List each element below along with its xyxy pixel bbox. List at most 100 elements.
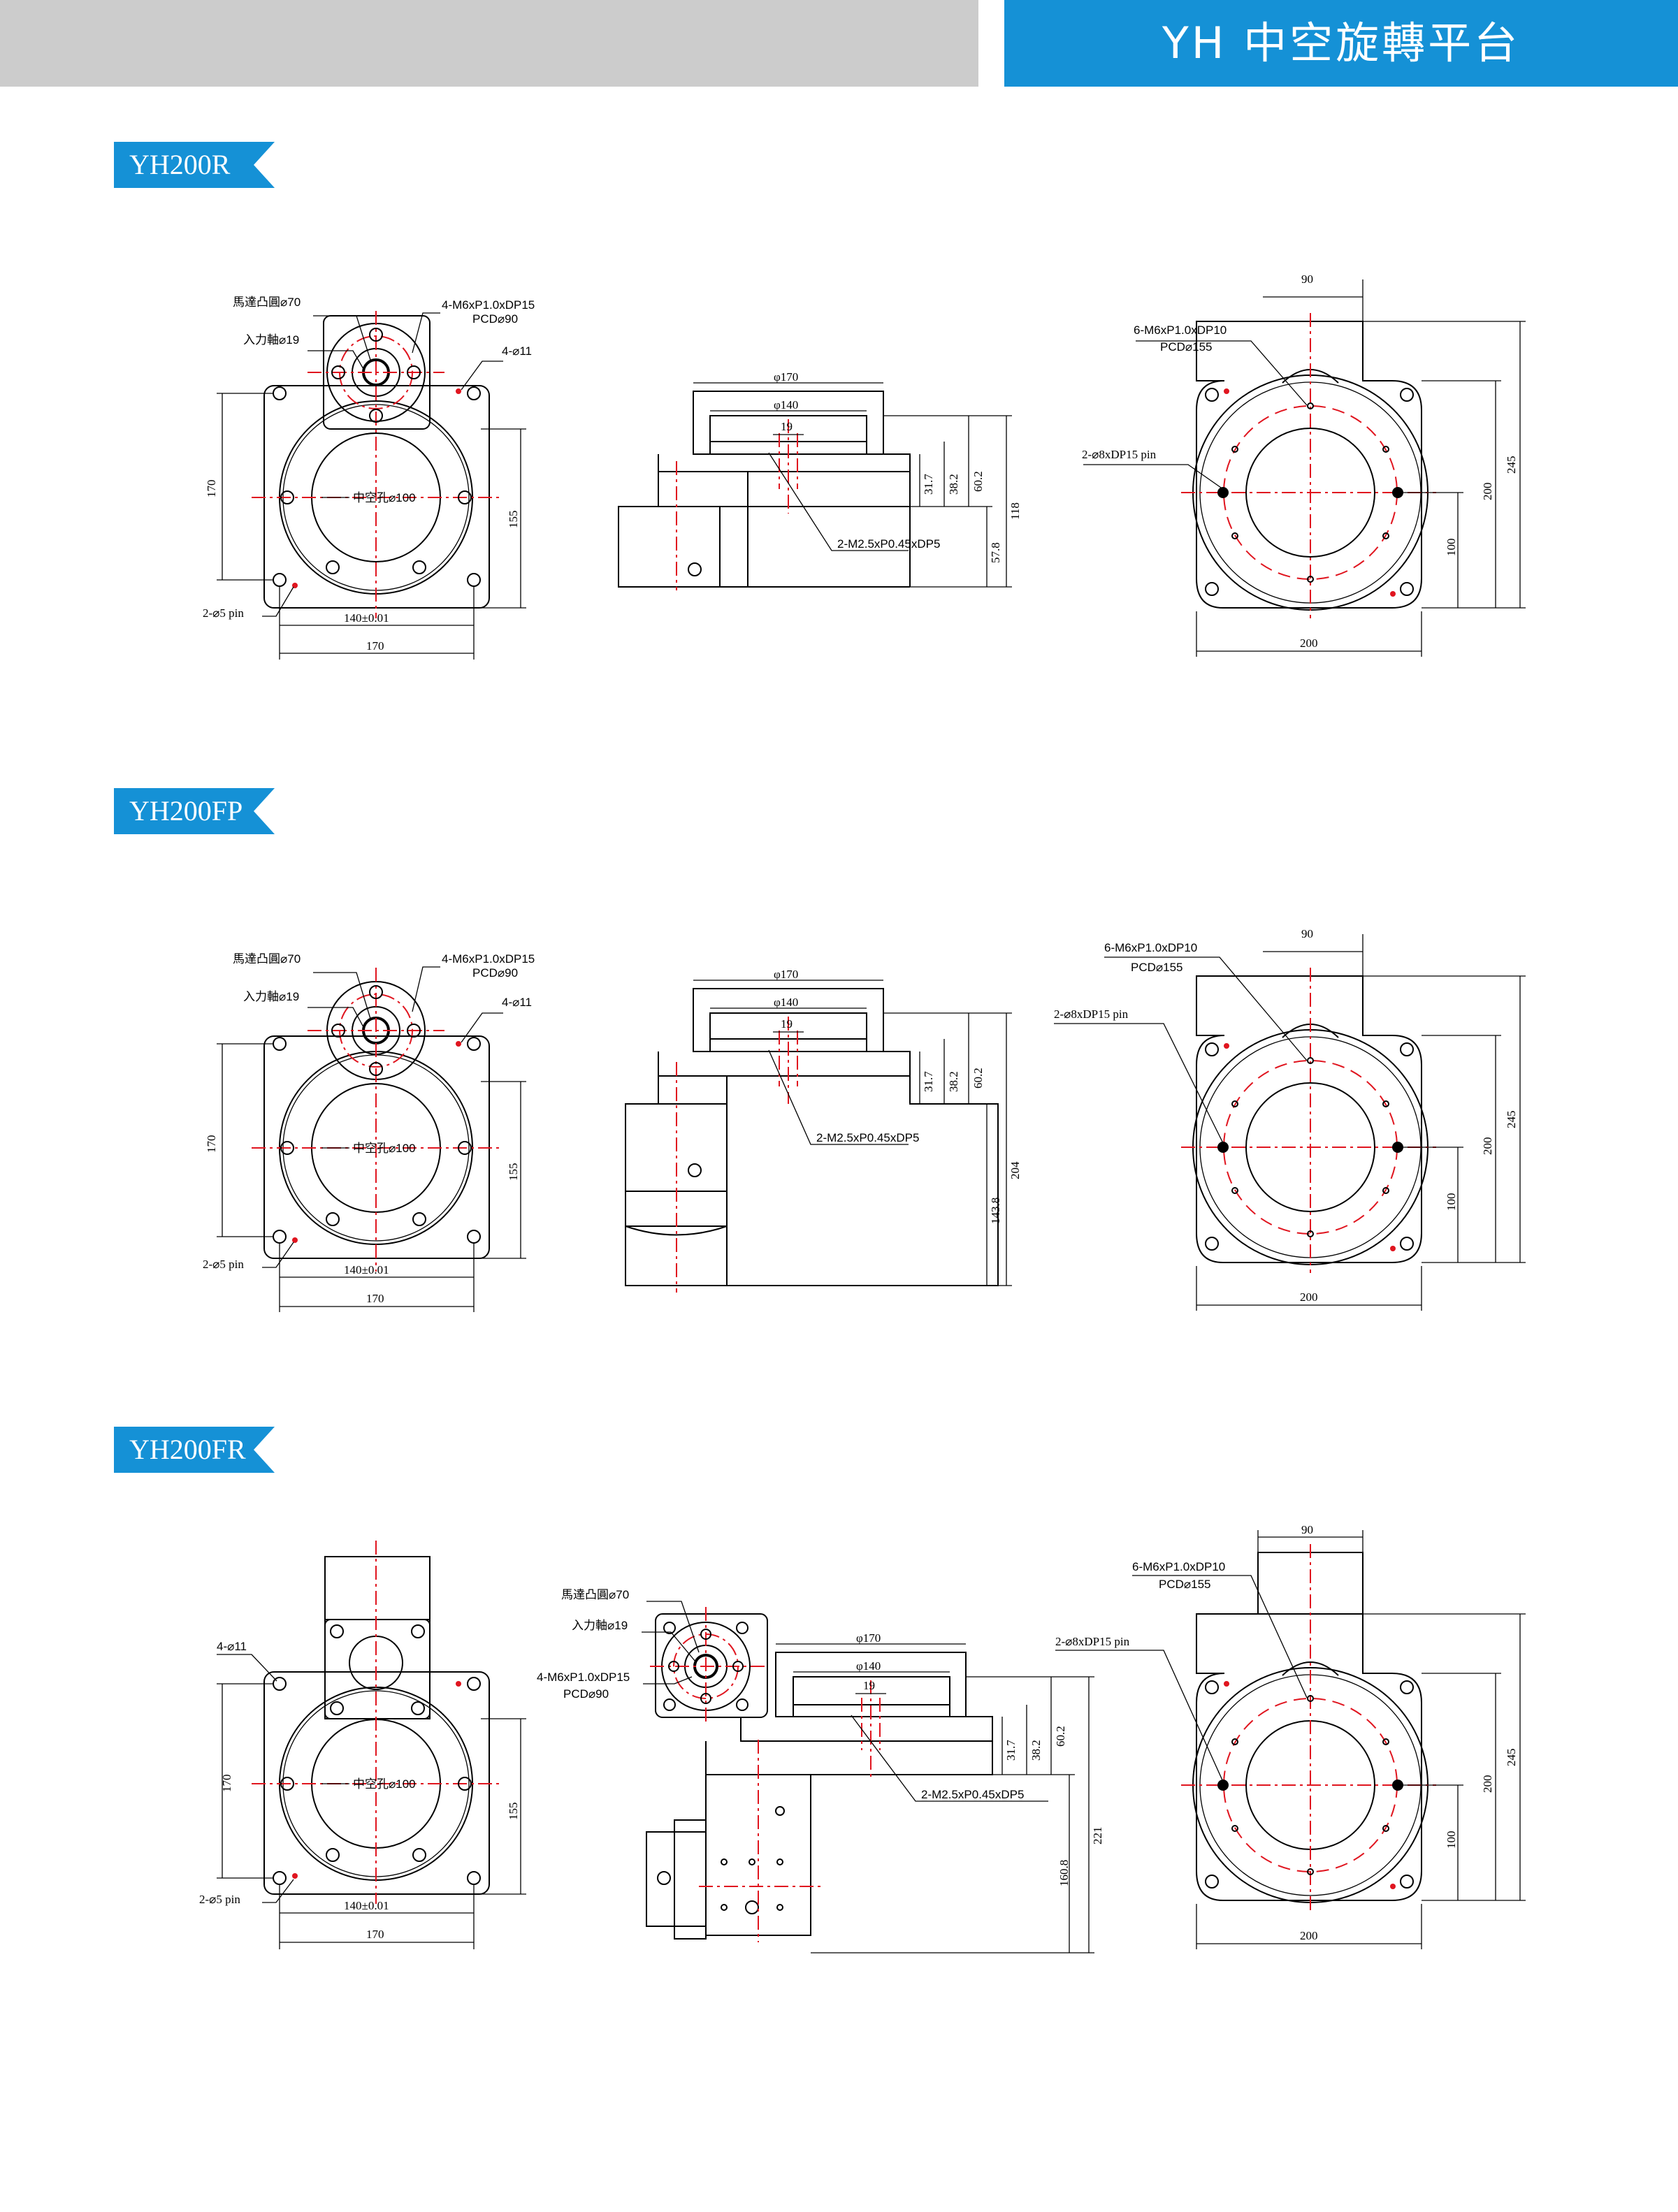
dim-d140: φ140 [856, 1659, 881, 1673]
label-tap: 4-M6xP1.0xDP15 [537, 1671, 630, 1684]
label-holes: 4-⌀11 [502, 344, 532, 358]
dim-h5: 118 [1008, 502, 1022, 520]
dim-top-width: 90 [1301, 927, 1313, 940]
label-pcd: PCD⌀90 [472, 312, 518, 326]
label-input-shaft: 入力軸⌀19 [243, 990, 299, 1003]
section-tag-yh200fr: YH200FR [114, 1427, 275, 1473]
dim-h5: 221 [1091, 1827, 1104, 1845]
label-pin: 2-⌀5 pin [199, 1893, 240, 1906]
label-motor-boss: 馬達凸圓⌀70 [561, 1588, 629, 1601]
dim-d140: φ140 [774, 398, 798, 412]
yh200fr-front-view: 4-⌀11 中空孔⌀100 2-⌀5 pin 140±0.01 170 170 … [199, 1541, 526, 1949]
dim-h2: 38.2 [947, 474, 960, 495]
dim-h3: 245 [1505, 1749, 1518, 1767]
dim-h3: 60.2 [971, 1068, 985, 1089]
dim-top-width: 90 [1301, 1523, 1313, 1536]
dim-left: 170 [220, 1775, 233, 1793]
dim-h5: 204 [1008, 1161, 1022, 1179]
dim-width: 170 [366, 1292, 384, 1305]
dim-width: 200 [1300, 636, 1318, 650]
yh200fp-side-view: φ170 φ140 19 2-M2.5xP0.45xDP5 31.7 38.2 … [625, 968, 1022, 1293]
dim-d170: φ170 [774, 968, 798, 981]
label-pcd: PCD⌀155 [1159, 1578, 1211, 1591]
dim-h1: 31.7 [922, 1071, 935, 1092]
dim-width: 200 [1300, 1290, 1318, 1304]
yh200fr-motor-view: 馬達凸圓⌀70 入力軸⌀19 4-M6xP1.0xDP15 PCD⌀90 [537, 1588, 769, 1726]
label-tap: 6-M6xP1.0xDP10 [1132, 1560, 1225, 1573]
dim-h1: 100 [1445, 1831, 1458, 1849]
dim-h4: 143.8 [989, 1198, 1002, 1224]
dim-h3: 60.2 [971, 471, 985, 492]
label-tap: 4-M6xP1.0xDP15 [442, 952, 535, 966]
dim-h3: 245 [1505, 456, 1518, 474]
label-tap: 2-M2.5xP0.45xDP5 [816, 1131, 919, 1144]
dim-pitch: 140±0.01 [344, 1899, 389, 1912]
label-pcd: PCD⌀155 [1160, 340, 1213, 354]
label-input-shaft: 入力軸⌀19 [243, 333, 299, 347]
dim-left: 170 [205, 1135, 218, 1154]
dim-d170: φ170 [774, 370, 798, 384]
dim-h2: 38.2 [947, 1071, 960, 1092]
header-gray-bar [0, 0, 978, 87]
dim-h4: 160.8 [1057, 1860, 1071, 1886]
label-motor-boss: 馬達凸圓⌀70 [233, 296, 301, 309]
yh200fr-drawings: 4-⌀11 中空孔⌀100 2-⌀5 pin 140±0.01 170 170 … [199, 1523, 1526, 1953]
dim-h2: 38.2 [1029, 1740, 1043, 1761]
section-tag-yh200fp: YH200FP [114, 788, 275, 834]
yh200fr-top-view: 90 6-M6xP1.0xDP10 PCD⌀155 2-⌀8xDP15 pin … [1055, 1523, 1526, 1949]
section-tag-label: YH200R [129, 149, 231, 180]
page-title: YH 中空旋轉平台 [1162, 17, 1521, 68]
dim-width: 170 [366, 1928, 384, 1941]
dim-h1: 100 [1445, 1193, 1458, 1211]
dim-h2: 200 [1481, 1775, 1494, 1793]
dim-h1: 100 [1445, 539, 1458, 557]
label-pin: 2-⌀5 pin [203, 1258, 244, 1271]
label-pin: 2-⌀8xDP15 pin [1055, 1635, 1130, 1648]
dim-d170: φ170 [856, 1631, 881, 1645]
label-tap: 6-M6xP1.0xDP10 [1104, 941, 1197, 954]
section-tag-yh200r: YH200R [114, 142, 275, 188]
dim-h3: 60.2 [1054, 1726, 1067, 1747]
label-pcd: PCD⌀90 [472, 966, 518, 980]
dim-width: 170 [366, 639, 384, 653]
dim-h3: 245 [1505, 1111, 1518, 1129]
label-pin: 2-⌀5 pin [203, 606, 244, 620]
label-hollow: 中空孔⌀100 [353, 491, 416, 504]
dim-d140: φ140 [774, 996, 798, 1009]
label-hollow: 中空孔⌀100 [353, 1142, 416, 1155]
label-motor-boss: 馬達凸圓⌀70 [233, 952, 301, 966]
label-tap: 4-M6xP1.0xDP15 [442, 298, 535, 312]
tag-arrow-shape [114, 142, 275, 188]
dim-h1: 31.7 [922, 474, 935, 495]
label-holes: 4-⌀11 [502, 996, 532, 1009]
dim-d19: 19 [781, 1017, 793, 1031]
dim-right: 155 [507, 1803, 520, 1821]
yh200fp-front-view: 馬達凸圓⌀70 入力軸⌀19 4-M6xP1.0xDP15 PCD⌀90 4-⌀… [203, 952, 535, 1312]
label-tap: 2-M2.5xP0.45xDP5 [921, 1788, 1024, 1801]
dim-h4: 57.8 [989, 542, 1002, 563]
label-tap: 2-M2.5xP0.45xDP5 [837, 537, 940, 551]
yh200fp-drawings: 馬達凸圓⌀70 入力軸⌀19 4-M6xP1.0xDP15 PCD⌀90 4-⌀… [203, 927, 1526, 1312]
section-tag-label: YH200FP [129, 795, 243, 827]
dim-right: 155 [507, 511, 520, 529]
dim-h2: 200 [1481, 1137, 1494, 1156]
dim-h2: 200 [1481, 483, 1494, 501]
tag-arrow-shape [114, 788, 275, 834]
yh200r-top-view: 90 6-M6xP1.0xDP10 PCD⌀155 2-⌀8xDP15 pin … [1082, 272, 1526, 657]
yh200r-drawings: 馬達凸圓⌀70 入力軸⌀19 4-M6xP1.0xDP15 PCD⌀90 4-⌀… [203, 272, 1526, 660]
dim-h1: 31.7 [1004, 1740, 1018, 1761]
dim-pitch: 140±0.01 [344, 611, 389, 625]
label-tap: 6-M6xP1.0xDP10 [1134, 323, 1227, 337]
dim-d19: 19 [863, 1679, 875, 1692]
dim-width: 200 [1300, 1929, 1318, 1942]
label-pin: 2-⌀8xDP15 pin [1054, 1007, 1129, 1021]
header-title-bar: YH 中空旋轉平台 [1004, 0, 1678, 87]
label-pcd: PCD⌀155 [1131, 961, 1183, 974]
label-pcd: PCD⌀90 [563, 1687, 609, 1701]
dim-right: 155 [507, 1163, 520, 1181]
dim-pitch: 140±0.01 [344, 1263, 389, 1276]
dim-top-width: 90 [1301, 272, 1313, 286]
yh200fr-side-view: φ170 φ140 19 2-M2.5xP0.45xDP5 31.7 38.2 … [646, 1631, 1104, 1953]
dim-left: 170 [205, 480, 218, 498]
